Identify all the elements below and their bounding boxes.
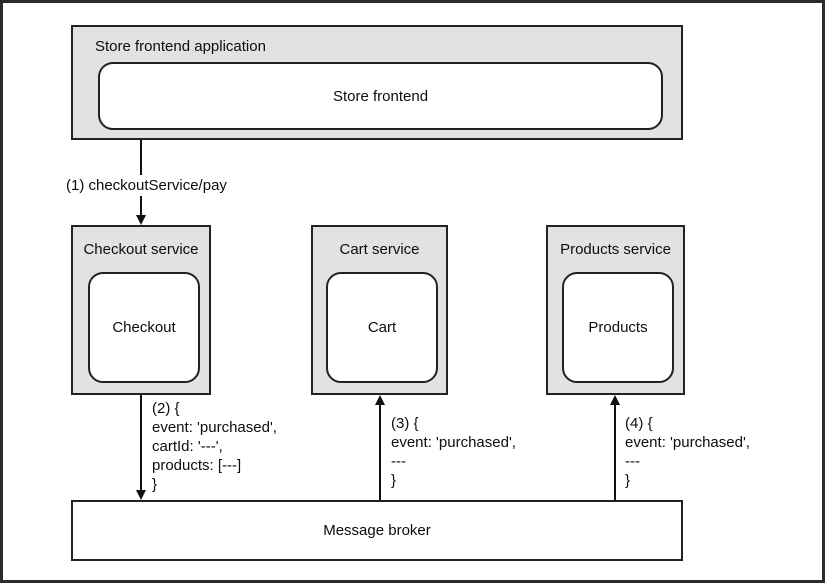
checkout-component-box: Checkout — [88, 272, 200, 383]
arrow-checkout-to-broker-head — [136, 490, 146, 500]
frontend-component-label: Store frontend — [332, 87, 429, 105]
products-component-box: Products — [562, 272, 674, 383]
service-box-products: Products service Products — [546, 225, 685, 395]
message-publish-label: (2) { event: 'purchased', cartId: '---',… — [152, 400, 277, 493]
frontend-app-title: Store frontend application — [95, 38, 266, 55]
arrow-broker-to-products-head — [610, 395, 620, 405]
arrow-broker-to-cart-head — [375, 395, 385, 405]
cart-service-title: Cart service — [339, 241, 420, 258]
cart-component-label: Cart — [367, 319, 397, 336]
message-consume-products-label: (4) { event: 'purchased', --- } — [625, 415, 750, 489]
arrow-broker-to-cart-line — [379, 404, 381, 500]
checkout-component-label: Checkout — [112, 319, 176, 336]
products-service-title: Products service — [560, 241, 671, 258]
arrow-broker-to-products-line — [614, 404, 616, 500]
message-broker-box: Message broker — [71, 500, 683, 561]
products-component-label: Products — [588, 319, 648, 336]
message-broker-label: Message broker — [323, 522, 431, 539]
frontend-app-box: Store frontend application Store fronten… — [71, 25, 683, 140]
frontend-component-box: Store frontend — [98, 62, 663, 130]
service-box-checkout: Checkout service Checkout — [71, 225, 211, 395]
arrow-frontend-to-checkout-head — [136, 215, 146, 225]
arrow-checkout-to-broker-line — [140, 395, 142, 490]
checkout-service-title: Checkout service — [83, 241, 199, 258]
message-call-label: (1) checkoutService/pay — [66, 175, 230, 196]
message-consume-cart-label: (3) { event: 'purchased', --- } — [391, 415, 516, 489]
service-box-cart: Cart service Cart — [311, 225, 448, 395]
cart-component-box: Cart — [326, 272, 438, 383]
